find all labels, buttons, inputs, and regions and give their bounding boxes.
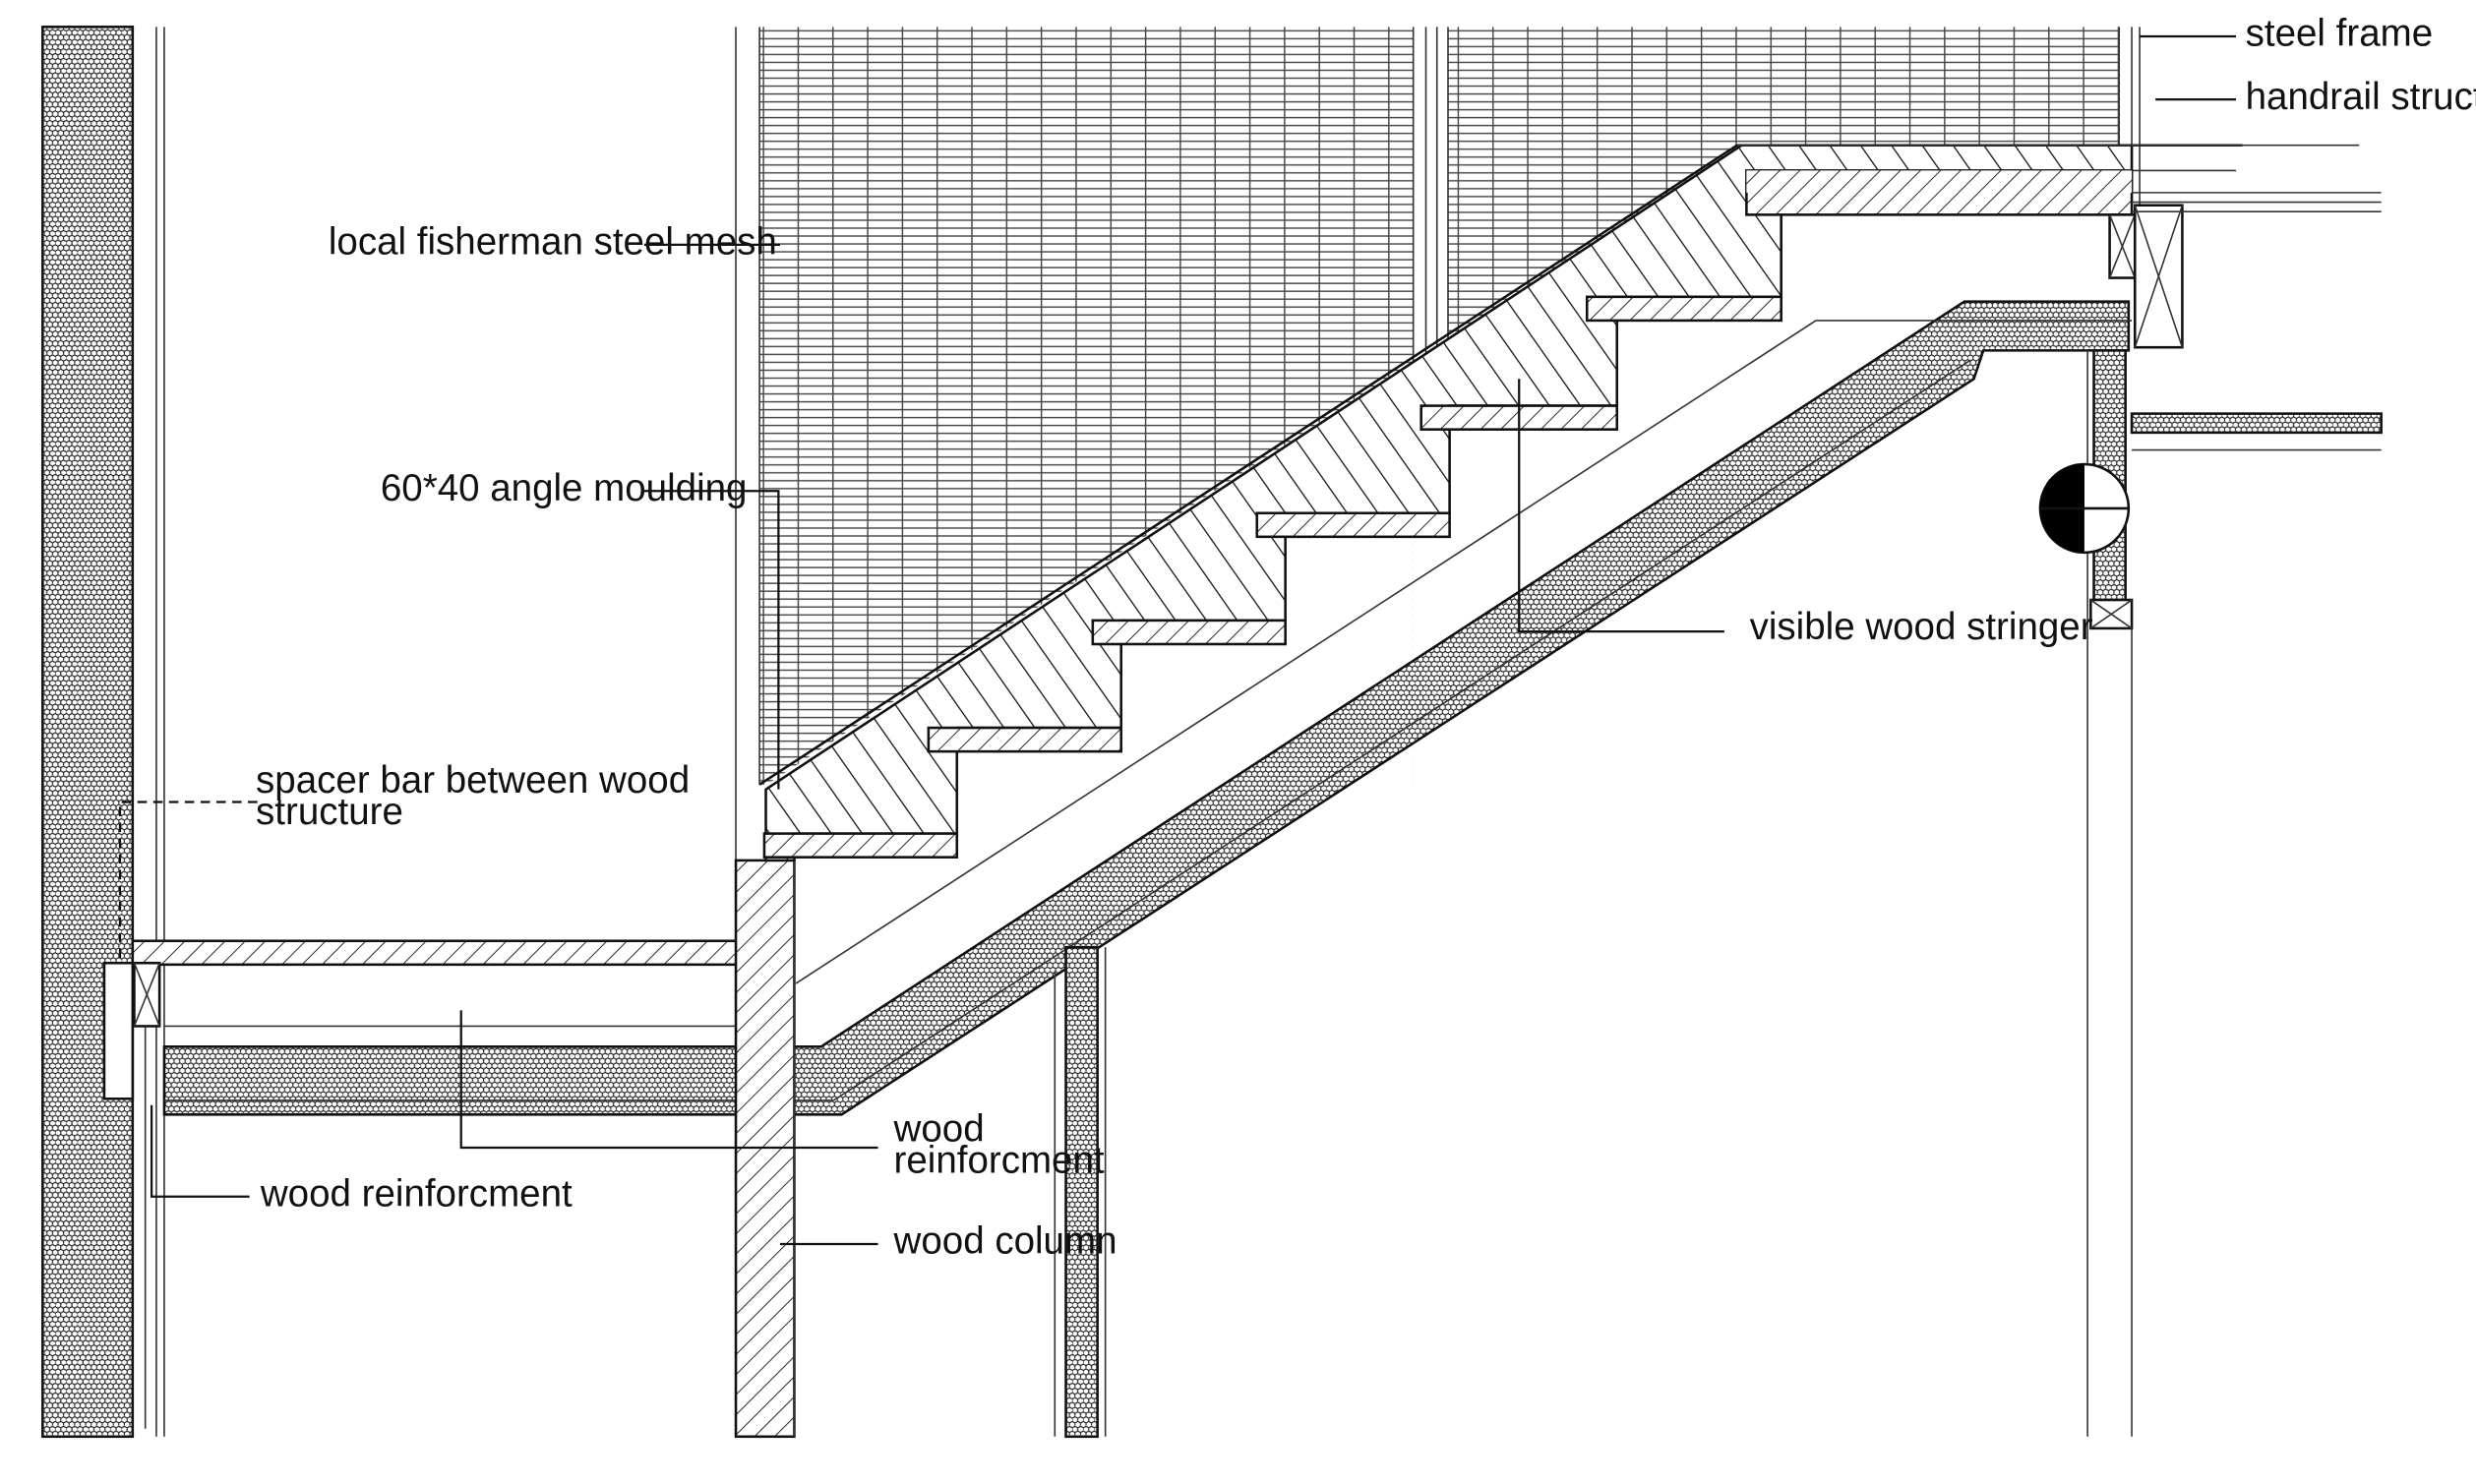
label-wood-reinforcement-left: wood reinforcment bbox=[260, 1172, 573, 1215]
label-wood-column: wood column bbox=[893, 1220, 1117, 1263]
tread-1 bbox=[762, 832, 959, 859]
label-wood-reinforcement-center-line2: reinforcment bbox=[894, 1140, 1105, 1182]
spacer-block bbox=[102, 961, 135, 1100]
tread-4 bbox=[1255, 511, 1451, 539]
tread-3 bbox=[1091, 619, 1287, 646]
right-floor-insulation bbox=[2130, 412, 2383, 435]
label-fisherman-mesh: local fisherman steel mesh bbox=[329, 220, 777, 263]
landing-board bbox=[131, 939, 791, 967]
label-handrail-structure: handrail structure bbox=[2246, 76, 2476, 118]
label-spacer-bar-line1: spacer bar between wood bbox=[256, 759, 690, 801]
tread-2 bbox=[927, 726, 1122, 753]
lower-column-insulation bbox=[1064, 945, 1099, 1439]
label-visible-stringer: visible wood stringer bbox=[1750, 606, 2093, 648]
insulated-slab bbox=[162, 300, 2131, 1116]
label-angle-moulding: 60*40 angle moulding bbox=[381, 467, 748, 509]
label-steel-frame: steel frame bbox=[2246, 13, 2434, 55]
label-wood-reinforcement-center-line1: wood bbox=[893, 1108, 985, 1151]
top-landing-outer bbox=[1746, 170, 2133, 193]
tread-6 bbox=[1585, 295, 1782, 323]
left-wall-insulation bbox=[41, 26, 135, 1439]
label-spacer-bar-line2: structure bbox=[256, 791, 403, 833]
section-marker-icon bbox=[2038, 462, 2131, 555]
